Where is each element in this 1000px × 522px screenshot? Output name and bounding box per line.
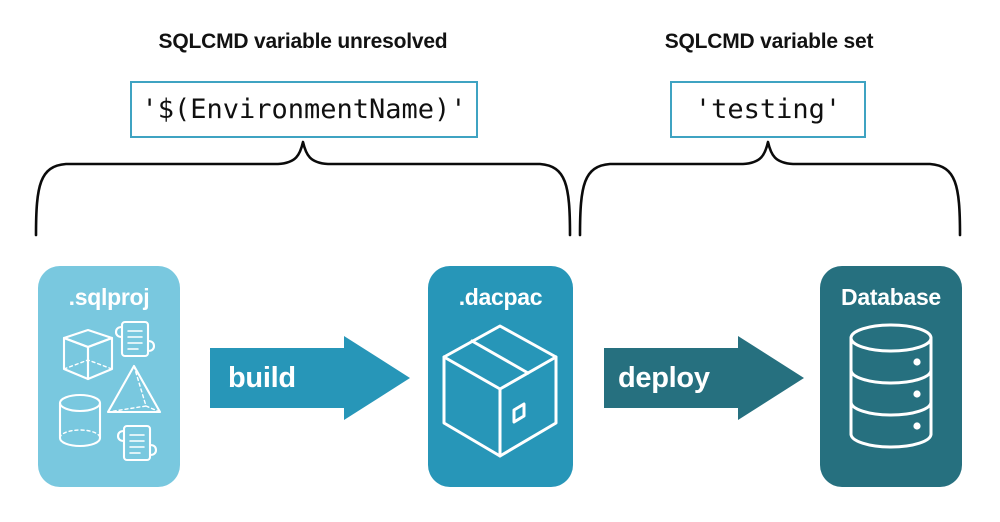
card-dacpac-title: .dacpac	[458, 284, 543, 310]
arrow-deploy: deploy	[604, 336, 804, 420]
cylinder-icon	[58, 393, 102, 448]
card-dacpac: .dacpac	[428, 266, 573, 487]
arrow-build: build	[210, 336, 410, 420]
brace-right-icon	[578, 140, 962, 237]
card-sqlproj: .sqlproj	[38, 266, 180, 487]
pyramid-icon	[106, 364, 162, 414]
scroll-icon	[114, 320, 156, 358]
database-cylinder-icon	[849, 323, 933, 449]
arrow-deploy-shape	[604, 336, 804, 420]
group-heading-left: SQLCMD variable unresolved	[158, 30, 448, 53]
card-sqlproj-artwork	[38, 310, 180, 480]
brace-left-icon	[34, 140, 572, 237]
card-dacpac-artwork	[428, 310, 573, 480]
card-database-artwork	[820, 310, 962, 480]
package-box-icon	[442, 324, 558, 458]
cube-icon	[62, 328, 114, 381]
sqlcmd-value-box-left: '$(EnvironmentName)'	[130, 81, 478, 138]
card-database: Database	[820, 266, 962, 487]
group-heading-right: SQLCMD variable set	[664, 30, 874, 53]
arrow-build-shape	[210, 336, 410, 420]
scroll-icon	[116, 424, 158, 462]
card-database-title: Database	[841, 284, 941, 310]
card-sqlproj-title: .sqlproj	[68, 284, 150, 310]
sqlcmd-value-box-right: 'testing'	[670, 81, 866, 138]
